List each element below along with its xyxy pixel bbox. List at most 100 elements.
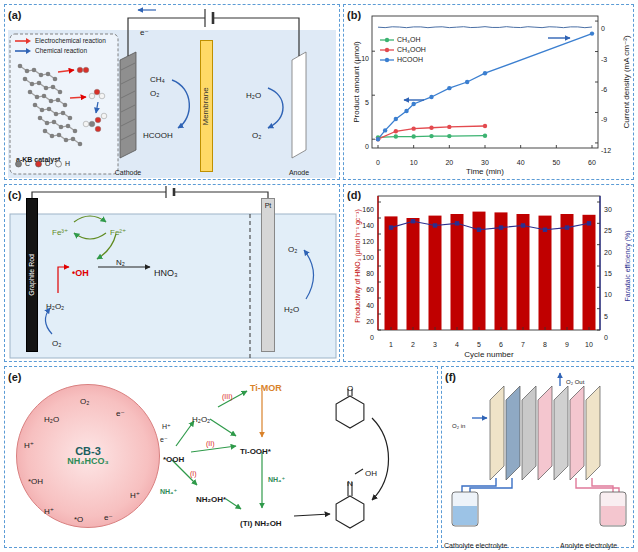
bar-chart (499, 225, 503, 229)
chem-label: Ti-MOR (250, 383, 282, 393)
reaction-arrows (294, 514, 330, 516)
tick-label: 0 (376, 151, 380, 169)
axis-title: Current density (mA cm⁻²) (622, 35, 631, 128)
legend-label: H (65, 160, 70, 168)
chem-label: NH₂OH* (196, 495, 226, 504)
flow-pipes (576, 478, 619, 492)
chem-label: H₂O₂ (192, 415, 210, 424)
tick-label: -3 (601, 56, 607, 63)
electrolyte-name: NH₄HCO₃ (67, 457, 108, 467)
legend-item: C (15, 160, 30, 168)
legend-label: HCOOH (397, 56, 423, 64)
tick-label: 5 (365, 99, 369, 106)
chem-label: NH₄⁺ (160, 488, 177, 495)
tick-label: 60 (588, 159, 596, 166)
electrode-label: Anode (289, 169, 309, 176)
line-chart (394, 134, 398, 138)
tick-label: 5 (365, 91, 369, 109)
legend-swatch (385, 38, 389, 42)
bar-chart (587, 221, 591, 225)
tick-label: -6 (601, 78, 607, 96)
electrode-label: Cathode (115, 169, 141, 176)
catalyst-illustration (58, 70, 74, 72)
line-chart (411, 134, 415, 138)
axis-title: Cycle number (464, 350, 513, 359)
bar-chart (378, 202, 381, 203)
line-chart (592, 145, 593, 148)
axis-title: Faradaic efficiency (%) (624, 230, 631, 301)
tick-label: 40 (366, 302, 374, 309)
chem-label: *OOH (163, 448, 184, 466)
bar-chart (565, 225, 569, 229)
tick-label: 140 (362, 222, 374, 229)
tick-label: 30 (481, 151, 489, 169)
line-chart (411, 102, 415, 106)
oxime-structure (336, 496, 364, 528)
reaction-arrows (172, 80, 283, 128)
line-chart (447, 134, 451, 138)
line-chart (372, 139, 375, 140)
tick-label: 10 (585, 341, 593, 348)
catalyst-illustration (53, 77, 58, 82)
tick-label: 5 (477, 341, 481, 348)
axis-title: Productivity of HNO₃ (μmol h⁻¹ gc⁻¹) (354, 209, 361, 322)
legend-item: CH₃OOH (380, 46, 426, 54)
catalyst-illustration (50, 134, 55, 139)
bar-chart (597, 202, 600, 203)
catalyst-illustration (28, 90, 33, 95)
tick-label: 1 (389, 341, 393, 348)
line-chart (465, 80, 469, 84)
axis-title: Time (min) (466, 167, 504, 176)
reaction-arrows (210, 419, 236, 436)
tick-label: 160 (362, 206, 374, 213)
legend-swatch (380, 46, 394, 54)
tick-label: 3 (433, 341, 437, 348)
bar-chart (457, 327, 458, 330)
cell-electrolyte (8, 30, 336, 178)
chem-label: Ti-MOR (250, 377, 282, 395)
chem-label: Fe²⁺ (110, 228, 126, 237)
electron-arrow (138, 9, 156, 10)
flow-pipes (592, 478, 613, 492)
axis-title: Product amount (μmol) (352, 41, 361, 123)
line-chart (376, 137, 380, 141)
line-chart (595, 51, 598, 52)
tick-label: -3 (601, 48, 607, 66)
tick-label: 10 (410, 151, 418, 169)
chem-label: H⁺ (44, 500, 54, 518)
bar-chart (378, 234, 381, 235)
external-wire (173, 188, 176, 196)
tick-label: 120 (362, 230, 374, 248)
line-chart (595, 82, 598, 83)
flow-pipes (472, 417, 487, 418)
electrolyzer-stack (490, 386, 504, 480)
legend-label: CH₃OH (397, 36, 420, 44)
legend-swatch (26, 38, 31, 44)
catalyst-illustration (18, 64, 23, 69)
catalyst-illustration (63, 103, 68, 108)
chem-label: O₂ (288, 238, 297, 256)
bar-chart (378, 196, 600, 330)
tick-label: 9 (565, 333, 569, 351)
catalyst-illustration (78, 142, 83, 147)
atom-label: OH (365, 462, 377, 480)
chem-label: HNO₃ (154, 268, 178, 278)
tick-label: 120 (362, 238, 374, 245)
membrane-band: Membrane (200, 40, 213, 172)
anode-plate (292, 52, 306, 158)
legend-swatch (15, 40, 27, 42)
tick-label: 60 (366, 278, 374, 296)
electrolyzer-stack (538, 386, 552, 480)
legend-label: CH₃OOH (397, 46, 426, 54)
electrolyzer-stack (490, 386, 600, 480)
panel-label: (b) (347, 9, 361, 21)
tick-label: 20 (604, 249, 612, 256)
chem-label: (Ti) NH₂OH (240, 512, 282, 530)
axis-title: Current density (mA cm⁻²) (615, 35, 633, 128)
catalyst-illustration (56, 98, 61, 103)
tick-label: -6 (601, 86, 607, 93)
tick-label: 10 (585, 333, 593, 351)
reaction-arrows (97, 234, 116, 259)
chem-label: •OH (72, 268, 89, 278)
line-chart (378, 34, 592, 140)
